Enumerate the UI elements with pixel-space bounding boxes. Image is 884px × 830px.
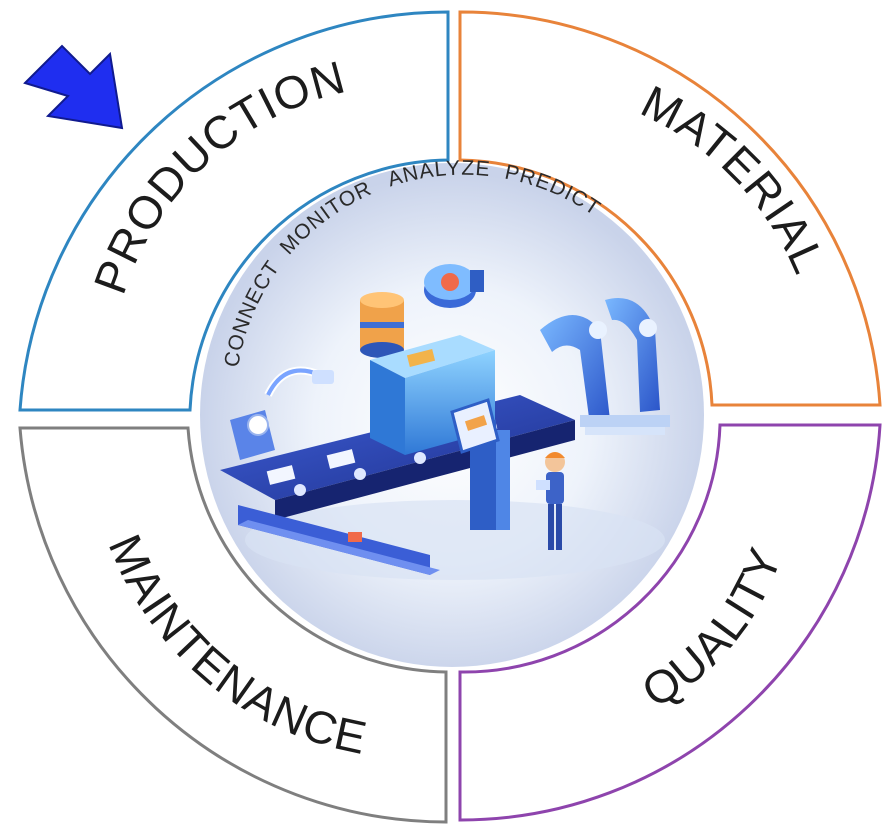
gauge-icon <box>424 264 484 308</box>
conveyor-base <box>238 505 440 575</box>
arrow-down-right-icon <box>23 44 124 130</box>
production-segment <box>18 10 450 412</box>
control-terminal <box>450 398 510 530</box>
quality-segment <box>458 423 882 822</box>
database-icon <box>360 292 404 358</box>
left-robot-arm <box>230 366 334 460</box>
worker-figure <box>536 452 565 550</box>
material-segment <box>458 10 882 407</box>
right-robot-arms <box>540 298 670 435</box>
maintenance-segment <box>18 426 448 824</box>
smart-factory-illustration <box>220 264 670 580</box>
quadrant-quality: QUALITY <box>458 423 882 822</box>
